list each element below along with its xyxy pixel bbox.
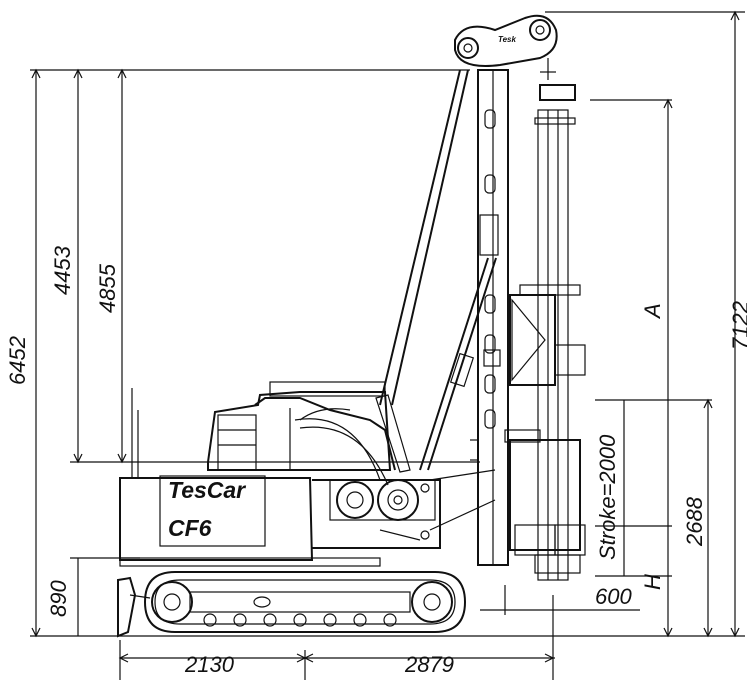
brand-text: TesCar CF6 Tesk: [168, 35, 516, 541]
upper-structure: [119, 381, 496, 567]
brand-line-2: CF6: [168, 515, 212, 541]
dim-7122: 7122: [728, 301, 747, 350]
dim-stroke: Stroke=2000: [595, 434, 620, 560]
dimension-labels: 6452 4453 4855 890 7122 A Stroke=2000 26…: [5, 245, 747, 677]
dim-2688: 2688: [682, 496, 707, 547]
mast: [454, 14, 586, 581]
dim-a: A: [640, 303, 665, 320]
dim-h: H: [640, 574, 665, 590]
dim-890: 890: [46, 580, 71, 617]
crawler-track: [117, 571, 467, 638]
mast-logo: Tesk: [498, 35, 516, 44]
dim-600: 600: [595, 584, 632, 609]
mast-stays: [294, 69, 497, 486]
brand-line-1: TesCar: [168, 477, 246, 503]
dim-4855: 4855: [95, 263, 120, 313]
dim-6452: 6452: [5, 336, 30, 385]
dim-2130: 2130: [184, 652, 235, 677]
dim-2879: 2879: [404, 652, 454, 677]
dim-4453: 4453: [50, 245, 75, 295]
